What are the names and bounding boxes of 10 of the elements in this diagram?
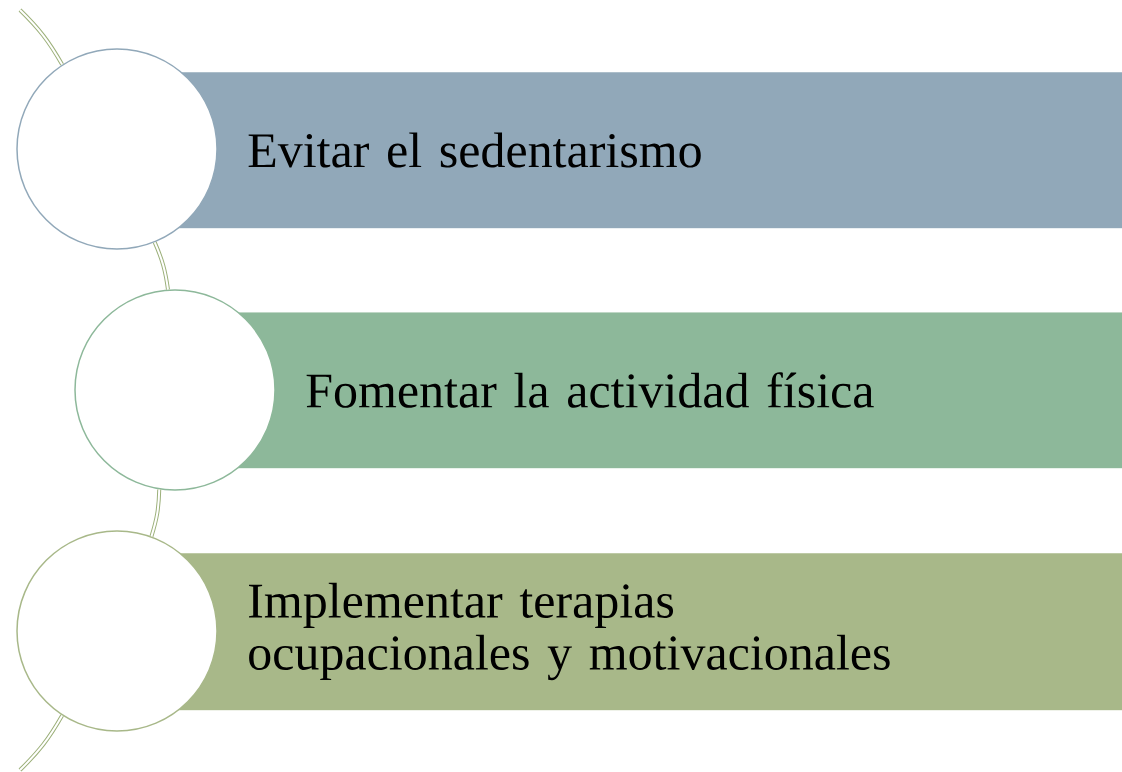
- curve-line: [152, 241, 170, 291]
- curve-line: [18, 8, 64, 66]
- circle: [74, 289, 276, 491]
- curve-line: [149, 488, 162, 538]
- curve-line: [18, 714, 64, 772]
- circle: [16, 48, 218, 250]
- circle: [16, 530, 218, 732]
- text-band: Evitar el sedentarismo: [150, 72, 1122, 229]
- text-band: Implementar terapias ocupacionales y motivacionales: [150, 553, 1122, 711]
- text-band: Fomentar la actividad física: [210, 312, 1122, 469]
